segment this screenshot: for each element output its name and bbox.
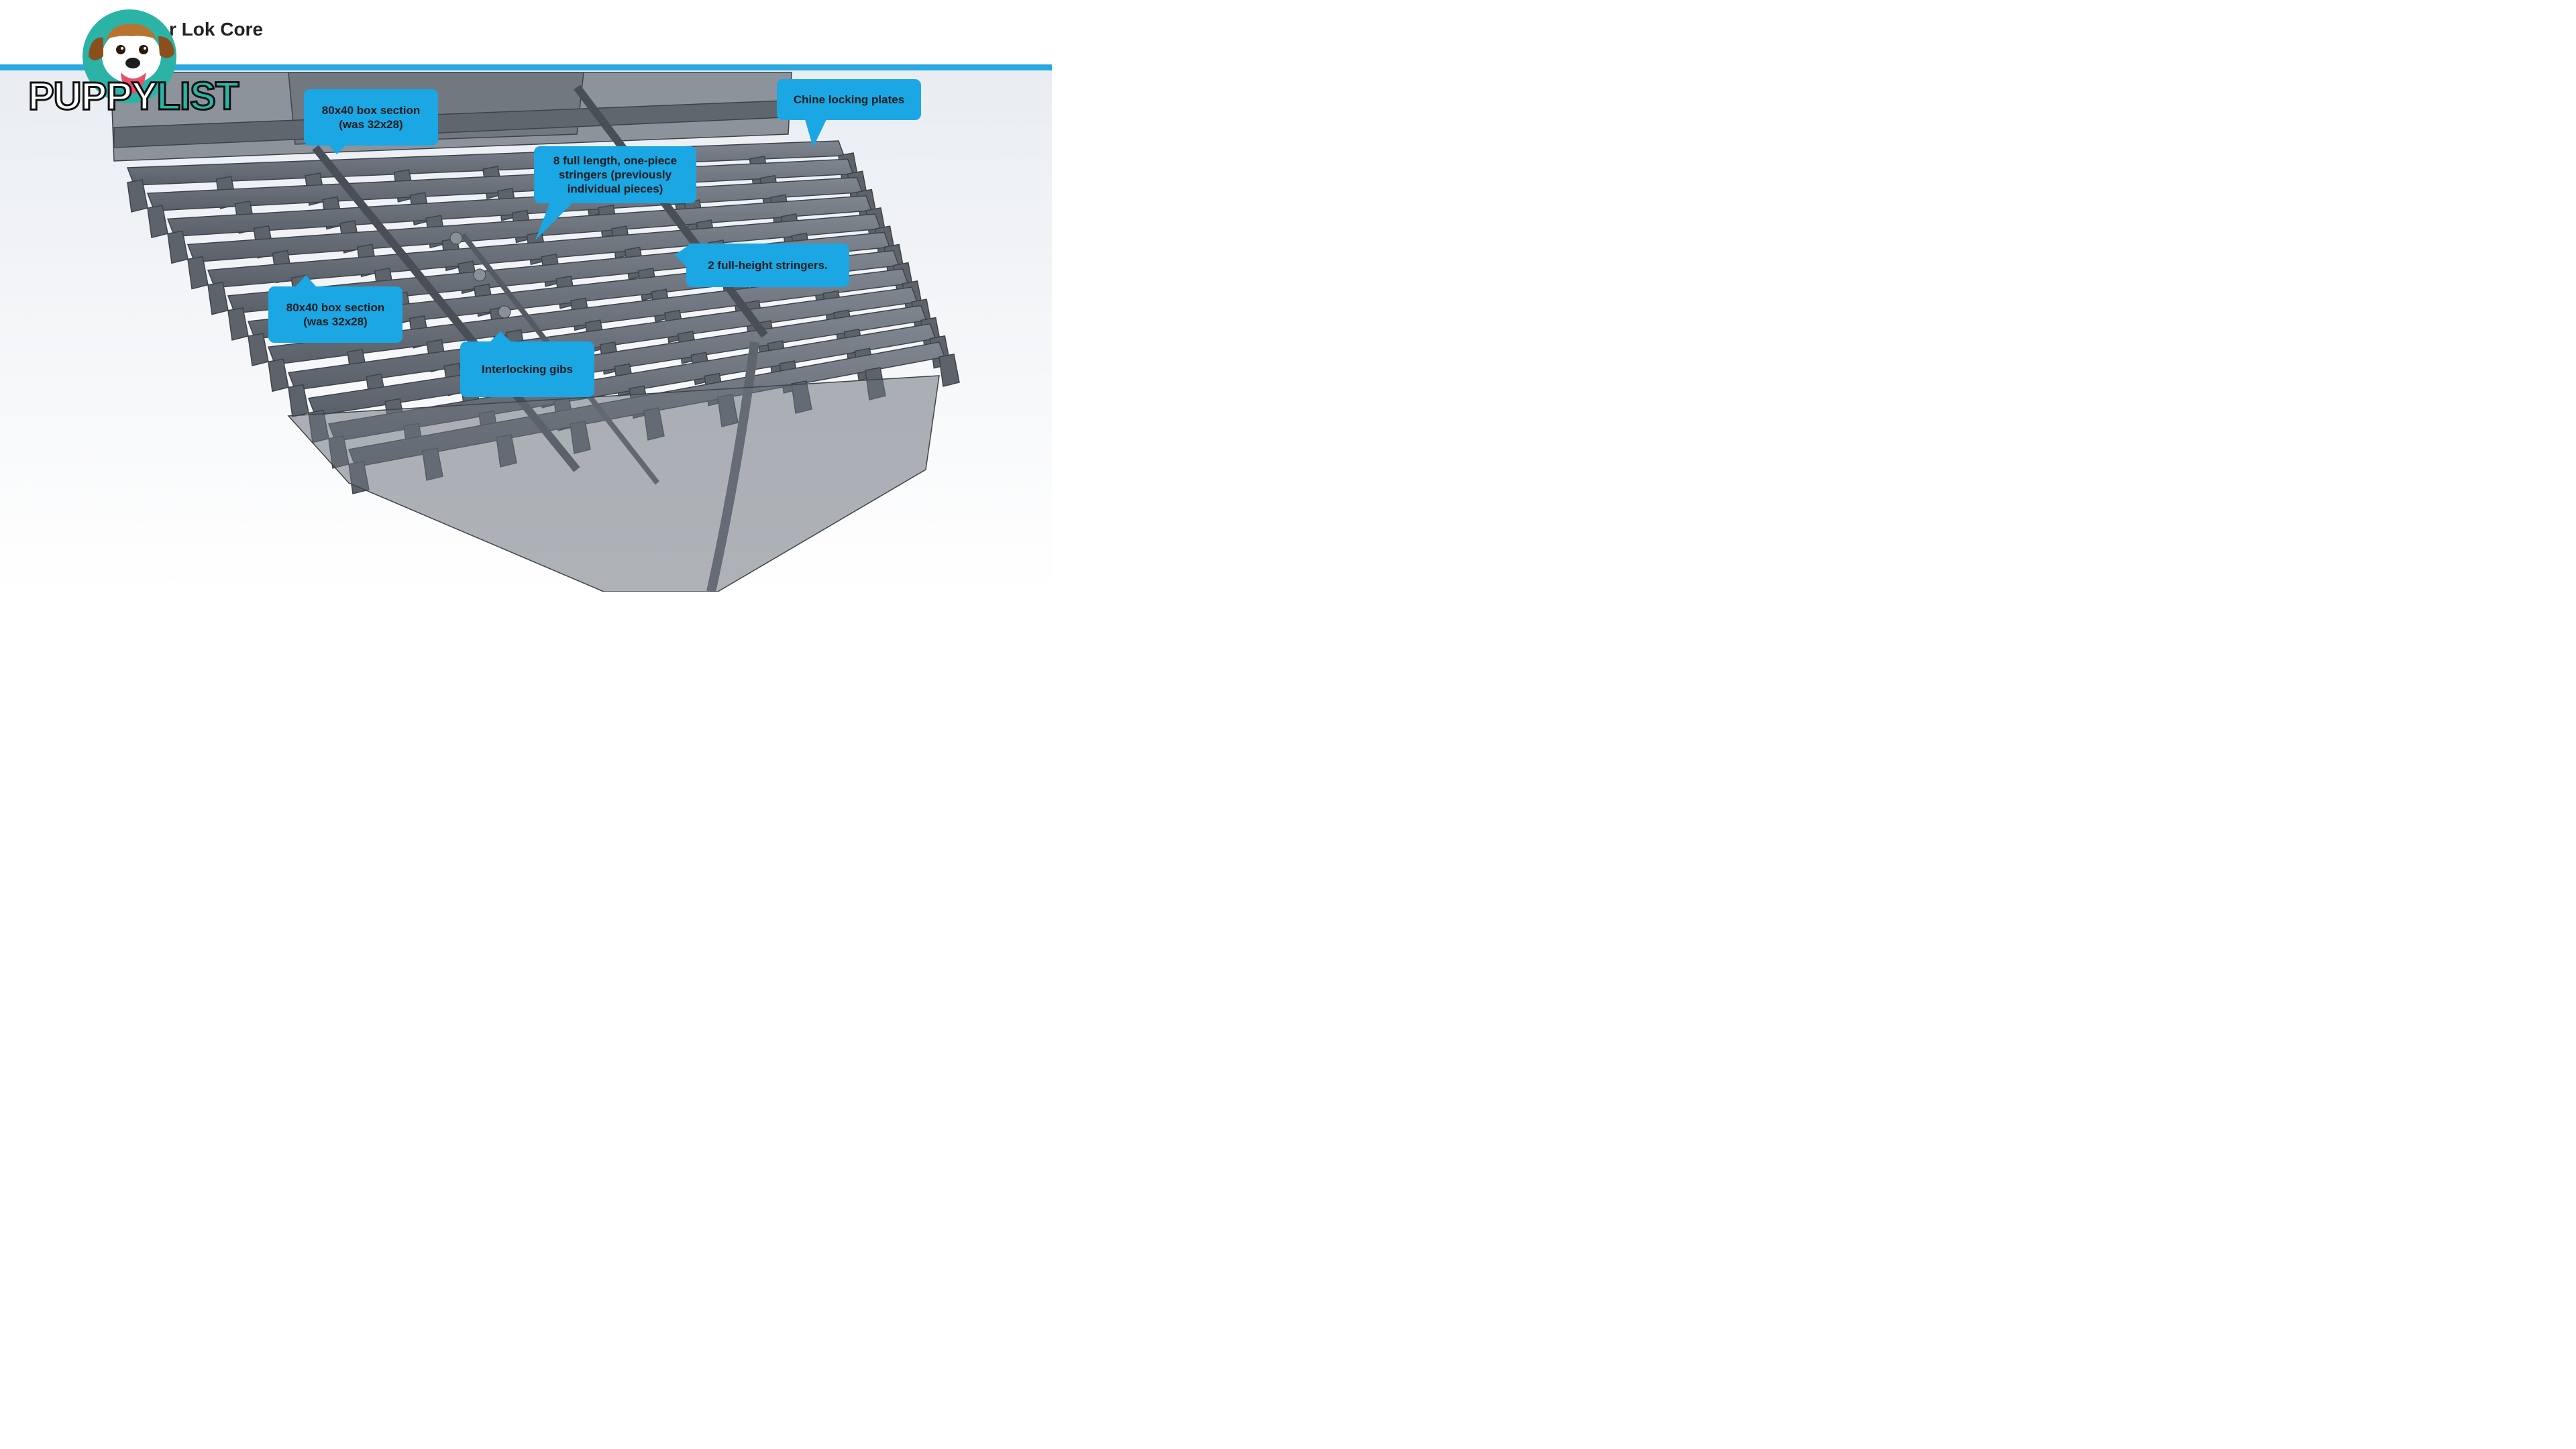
callout-pointer (805, 119, 826, 148)
callout-pointer (295, 275, 317, 287)
callout-pointer (675, 246, 688, 268)
callout-box-section-top: 80x40 box section (was 32x28) (304, 89, 438, 146)
callout-box-section-left: 80x40 box section (was 32x28) (268, 286, 402, 343)
rib-plate (268, 358, 289, 392)
hull-frame-group (110, 72, 960, 592)
puppylist-logo: PUPPYLIST (13, 9, 262, 119)
gib-rod (473, 268, 486, 282)
callout-pointer (490, 331, 511, 342)
callout-pointer (329, 145, 346, 154)
rib-plate (288, 384, 309, 418)
callout-full-length-stringers: 8 full length, one-piece stringers (prev… (534, 146, 696, 203)
gib-rod (449, 231, 463, 245)
hull-frame-render (0, 70, 1052, 592)
longitudinal-stringer (574, 85, 768, 338)
puppylist-wordmark: PUPPYLIST (28, 74, 240, 119)
gib-rod (498, 305, 511, 319)
header-divider (0, 64, 1052, 70)
hull-frame-illustration (110, 72, 960, 592)
callout-pointer (535, 199, 577, 240)
slide: r Lok Core 80x40 box section (was 32x28)… (0, 0, 1052, 592)
dog-mascot-icon (83, 9, 176, 103)
rib-plate (227, 307, 249, 341)
slide-title: r Lok Core (169, 19, 264, 40)
callout-chine-locking-plates: Chine locking plates (777, 79, 921, 120)
wordmark-part-1: PUPPY (28, 74, 159, 119)
rib-plate (248, 333, 269, 367)
callout-full-height-stringers: 2 full-height stringers. (686, 244, 849, 287)
wordmark-part-2: LIST (156, 74, 240, 119)
callout-interlocking-gibs: Interlocking gibs (460, 341, 594, 397)
bottom-plating (287, 375, 940, 592)
rib-plate (938, 354, 960, 387)
